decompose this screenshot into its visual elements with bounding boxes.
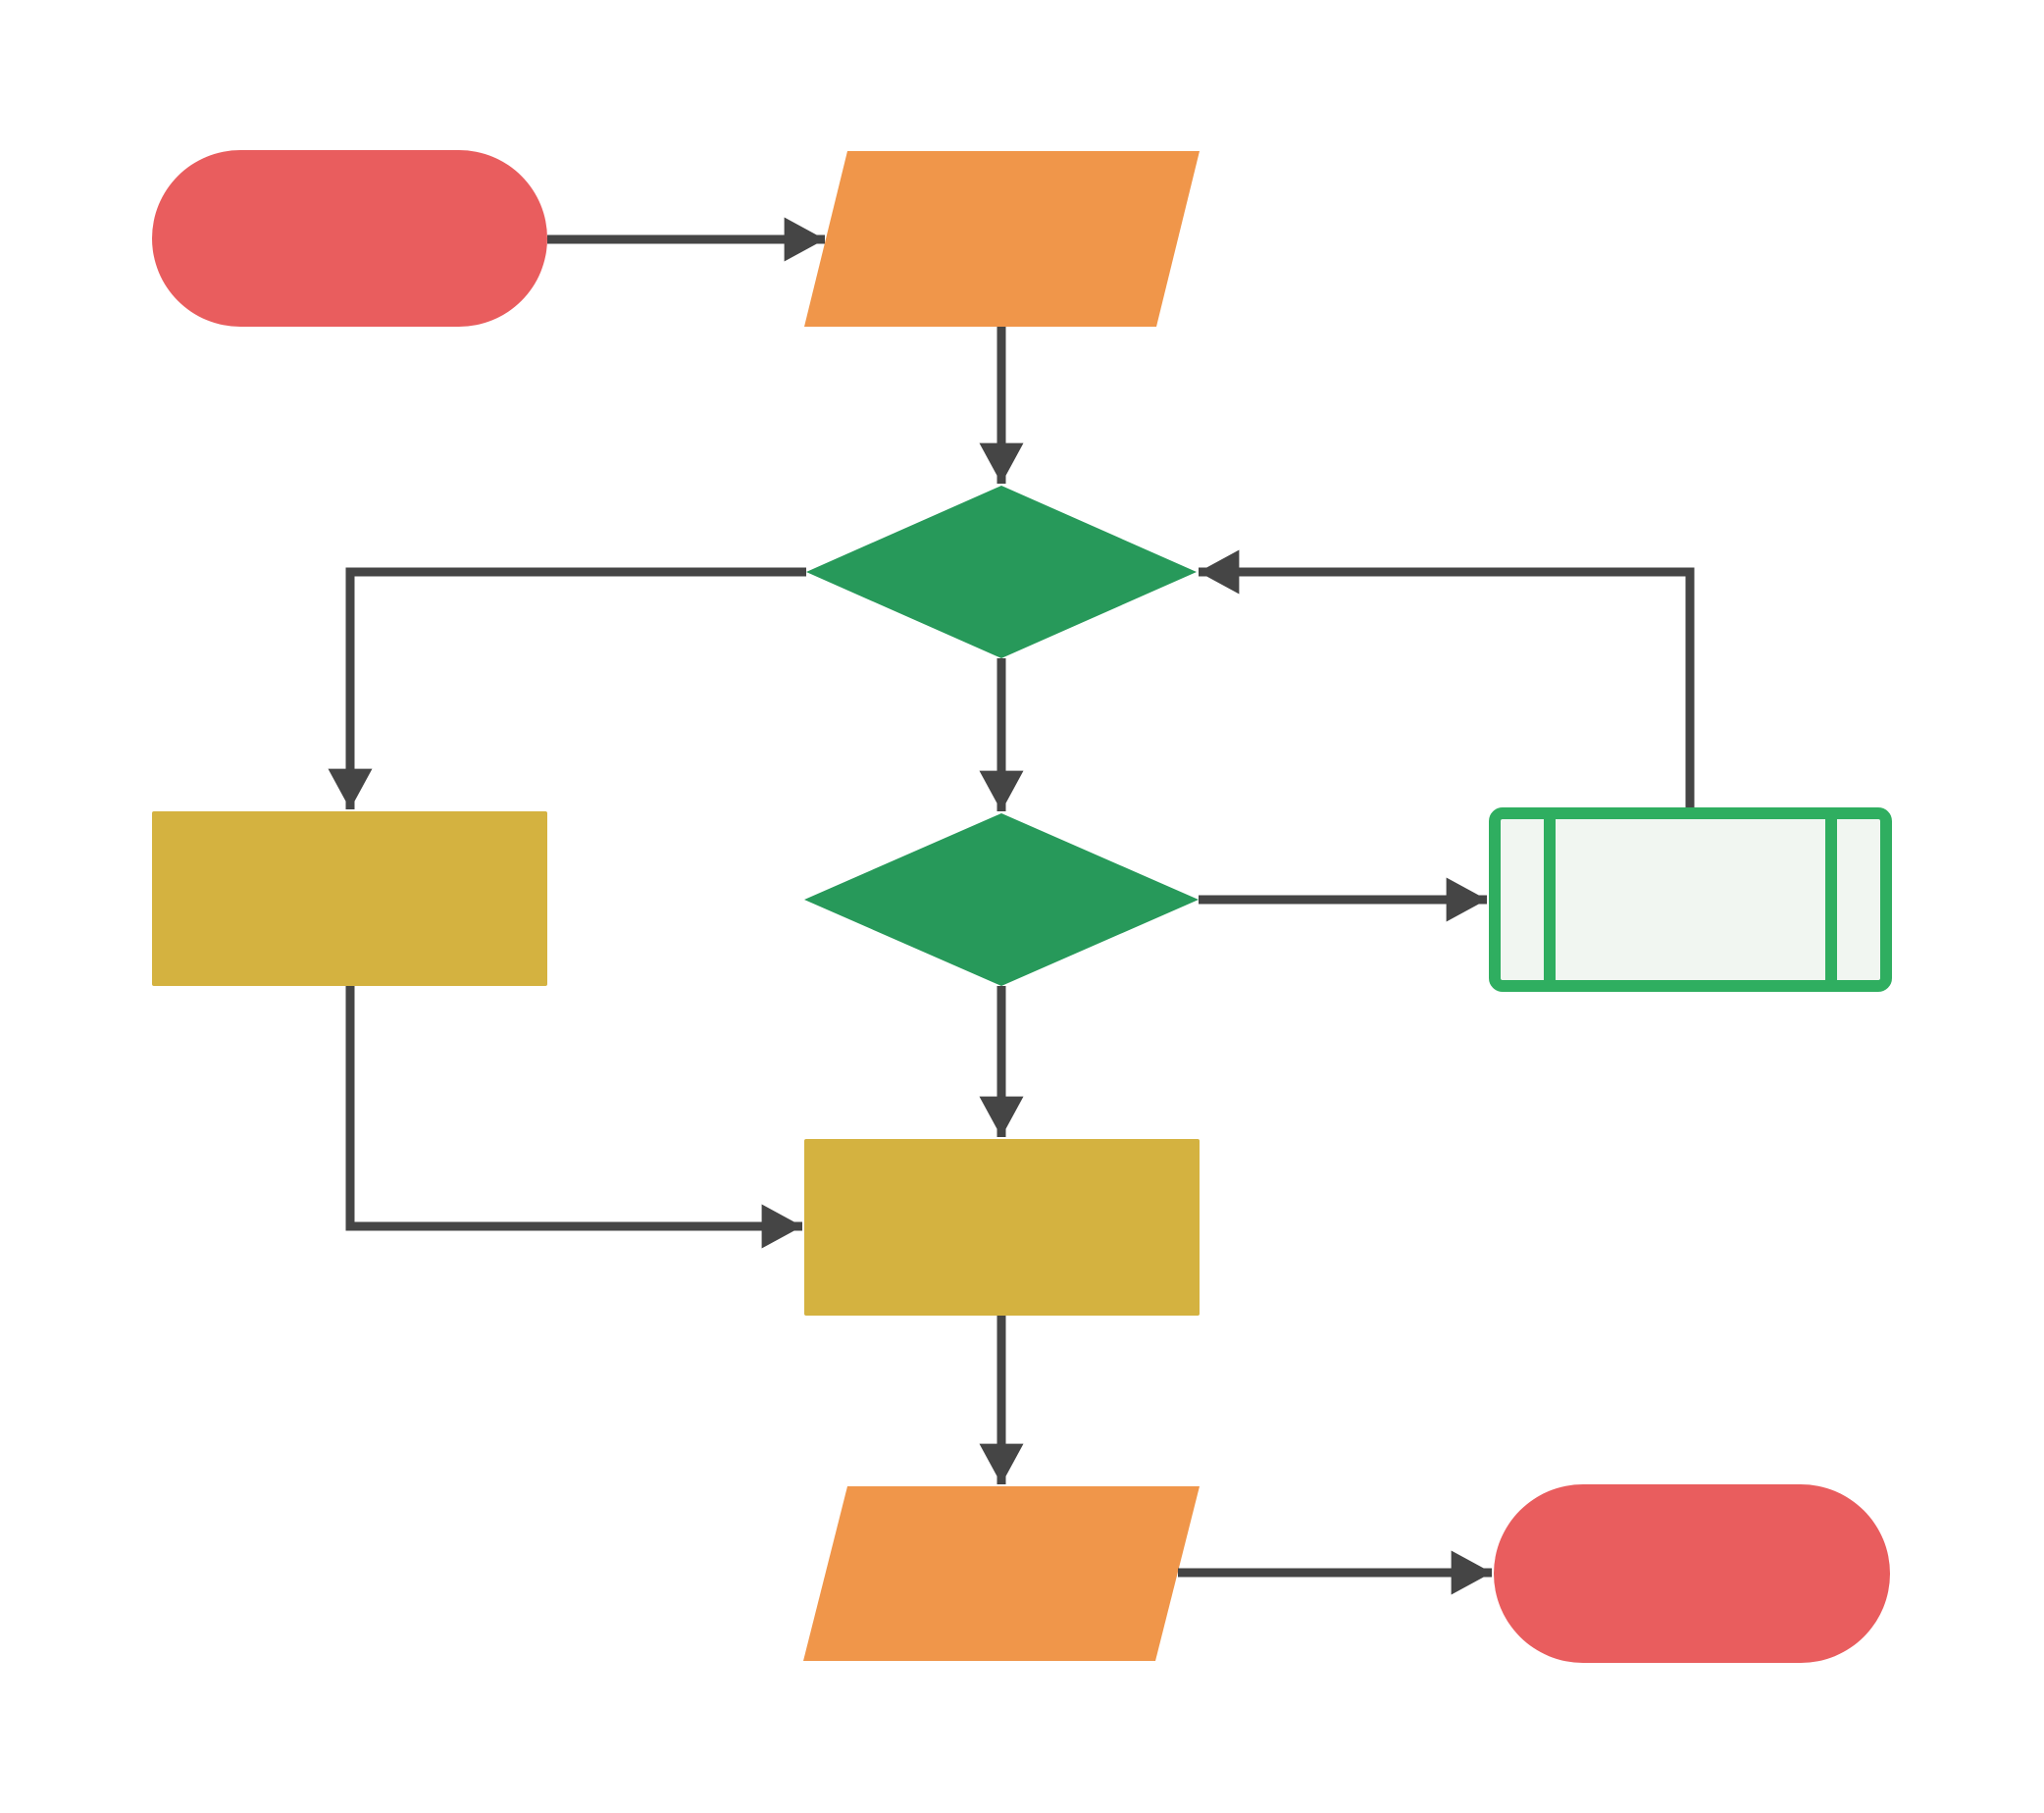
predefined-process-shape[interactable] [1489,807,1892,992]
input-parallelogram-shape[interactable] [804,151,1200,327]
output-parallelogram-shape[interactable] [803,1486,1200,1661]
process-left-rect-shape[interactable] [152,811,547,986]
end-terminator-shape[interactable] [1494,1484,1890,1663]
edge-subroutine-to-decision1[interactable] [1198,549,1695,807]
edge-process-left-to-process-center[interactable] [345,986,803,1249]
decision-1-diamond-shape[interactable] [806,486,1197,658]
edge-decision1-to-process-left[interactable] [328,567,806,810]
predefined-process-body [1489,807,1892,992]
process-center-rect-shape[interactable] [804,1139,1200,1316]
decision-2-diamond-shape[interactable] [804,813,1199,986]
start-terminator-shape[interactable] [152,150,547,327]
